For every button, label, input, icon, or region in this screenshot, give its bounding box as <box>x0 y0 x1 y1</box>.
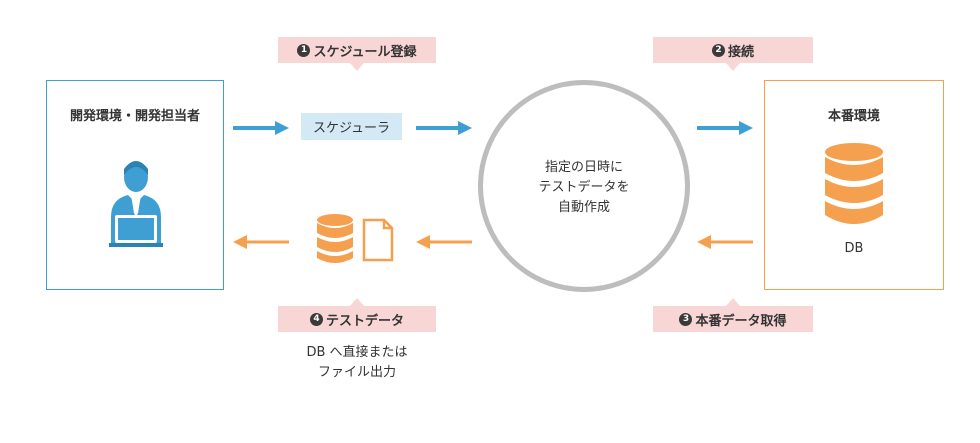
arrow-to-production <box>697 121 753 135</box>
step-number-4: 4 <box>309 312 323 326</box>
step-number-3: 3 <box>679 312 693 326</box>
arrow-to-process <box>416 121 472 135</box>
scheduler-label: スケジューラ <box>312 121 391 136</box>
step-2-pointer <box>726 63 740 71</box>
prod-box-title: 本番環境 <box>827 109 880 124</box>
step-3-text: 本番データ取得 <box>695 313 787 329</box>
step-number-1: 1 <box>297 43 311 57</box>
file-icon <box>362 218 394 262</box>
production-environment-box: 本番環境 DB <box>764 80 944 290</box>
step-1-label: 1 スケジュール登録 <box>278 37 436 71</box>
step-4-label: 4 テストデータ <box>278 298 436 332</box>
db-label: DB <box>844 241 864 256</box>
step-number-2: 2 <box>711 43 725 57</box>
developer-icon <box>109 161 163 247</box>
step-4-pointer <box>350 298 364 306</box>
output-caption-line-1: DB へ直接または <box>306 345 408 360</box>
output-caption: DB へ直接または ファイル出力 <box>278 343 436 383</box>
arrow-from-production <box>697 235 753 249</box>
arrow-to-developer <box>233 235 289 249</box>
circle-line-2: テストデータを <box>538 180 630 195</box>
circle-line-3: 自動作成 <box>557 200 610 215</box>
output-database-icon <box>317 214 353 263</box>
arrow-to-output <box>416 235 472 249</box>
step-1-pointer <box>350 63 364 71</box>
arrow-to-scheduler <box>233 121 289 135</box>
step-1-text: スケジュール登録 <box>313 44 417 60</box>
dev-box-title: 開発環境・開発担当者 <box>69 109 200 124</box>
circle-text: 指定の日時に テストデータを 自動作成 <box>483 158 685 218</box>
step-3-pointer <box>726 298 740 306</box>
output-caption-line-2: ファイル出力 <box>317 365 396 380</box>
step-2-text: 接続 <box>727 44 754 60</box>
step-4-text: テストデータ <box>325 313 404 329</box>
scheduler-box: スケジューラ <box>301 113 402 140</box>
circle-line-1: 指定の日時に <box>544 160 623 175</box>
step-3-label: 3 本番データ取得 <box>653 298 813 332</box>
database-icon <box>825 143 883 224</box>
step-2-label: 2 接続 <box>653 37 813 71</box>
auto-generate-circle: 指定の日時に テストデータを 自動作成 <box>478 80 690 292</box>
dev-environment-box: 開発環境・開発担当者 <box>46 80 224 290</box>
